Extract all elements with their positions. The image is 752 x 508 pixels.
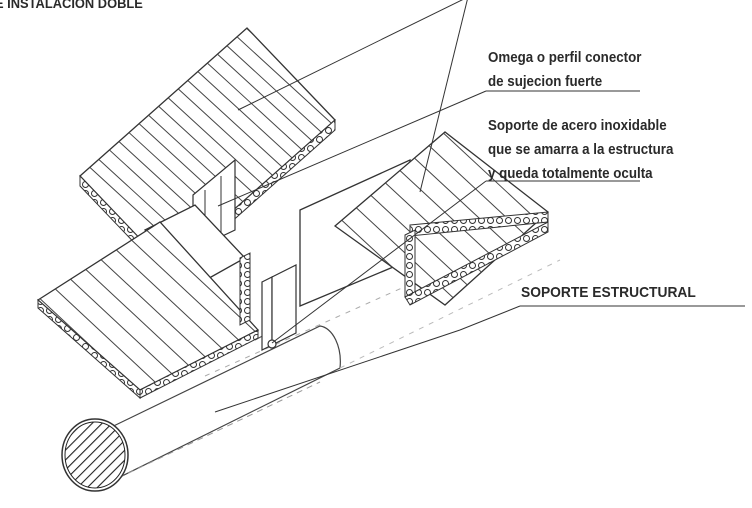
label-steel-support-line-1: Soporte de acero inoxidable bbox=[488, 118, 667, 134]
panel-lower-left bbox=[36, 204, 260, 400]
label-steel-support: Soporte de acero inoxidable que se amarr… bbox=[488, 114, 673, 186]
steel-bracket bbox=[261, 264, 297, 351]
panel-right bbox=[299, 131, 550, 307]
label-omega-connector: Omega o perfil conector de sujecion fuer… bbox=[488, 46, 641, 94]
label-structural-support: SOPORTE ESTRUCTURAL bbox=[521, 284, 696, 301]
leader-lines bbox=[214, 0, 745, 413]
label-steel-support-line-3: y queda totalmente oculta bbox=[488, 166, 653, 182]
label-omega-line-2: de sujecion fuerte bbox=[488, 74, 603, 90]
label-steel-support-line-2: que se amarra a la estructura bbox=[488, 142, 674, 158]
label-omega-line-1: Omega o perfil conector bbox=[488, 50, 642, 66]
diagram-title: E INSTALACION DOBLE bbox=[0, 0, 143, 11]
structural-pipe bbox=[61, 259, 561, 492]
panel-upper-left bbox=[79, 27, 336, 280]
